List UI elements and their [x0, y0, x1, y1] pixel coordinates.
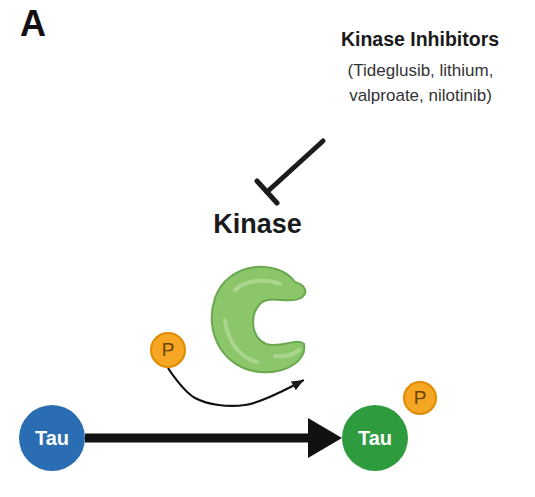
phosphate-circle: P [150, 332, 186, 368]
kinase-enzyme: Kinase [195, 210, 320, 380]
phosphate-label: P [162, 340, 175, 361]
inhibitor-heading: Kinase Inhibitors [305, 27, 535, 51]
phosphate-transfer-arrow [168, 368, 304, 406]
panel-letter: A [20, 2, 80, 46]
phosphate-circle: P [403, 381, 437, 415]
inhibition-symbol [257, 141, 323, 203]
inhibition-bar [257, 181, 277, 203]
kinase-body [212, 267, 306, 372]
kinase-texture [225, 281, 299, 362]
tau-label: Tau [35, 427, 69, 449]
phospho-tau-circle: Tau [342, 405, 408, 471]
kinase-heading: Kinase [213, 210, 302, 240]
phosphorylation-arrow [85, 434, 318, 443]
tau-label: Tau [358, 427, 392, 449]
tau-protein-circle: Tau [19, 405, 85, 471]
inhibition-line [267, 141, 323, 192]
inhibitor-list: (Tideglusib, lithium, valproate, nilotin… [318, 58, 523, 108]
phosphate-label: P [414, 388, 427, 409]
